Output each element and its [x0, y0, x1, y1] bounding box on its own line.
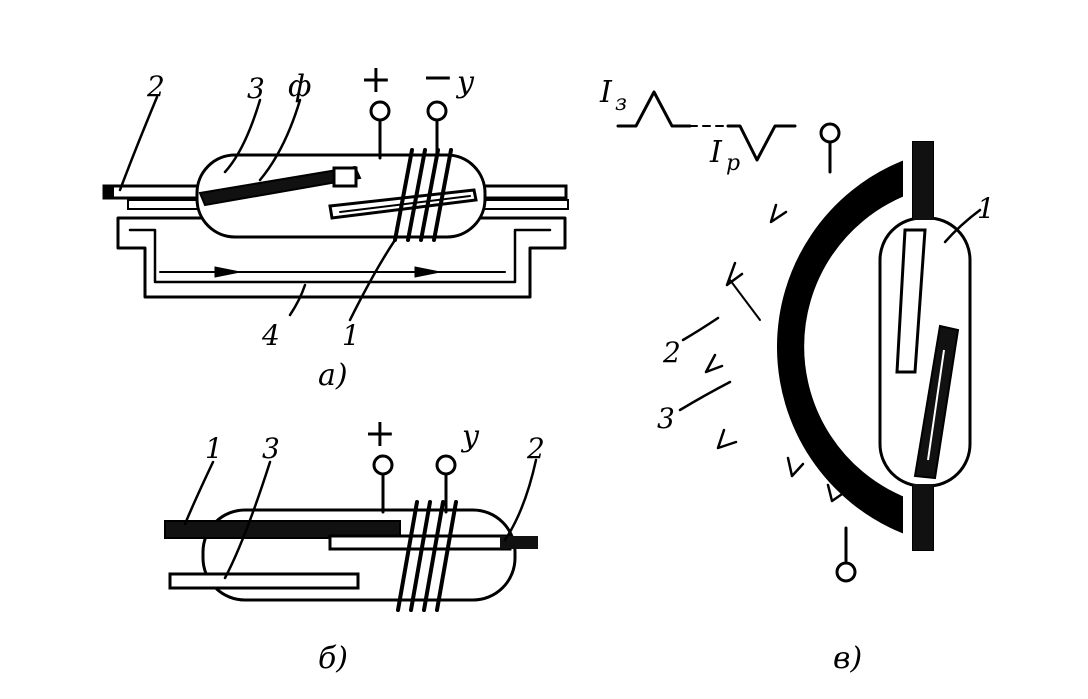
reed-1	[895, 228, 927, 374]
caption-v: в)	[833, 641, 862, 676]
terminal-control	[435, 454, 457, 476]
panel-v: I з I р 1	[599, 75, 995, 676]
label-a-minus: −	[422, 55, 454, 99]
label-a-2: 2	[146, 70, 165, 103]
label-b-1: 1	[205, 432, 223, 465]
panel-a: 2 3 ф + − у 4 1 а)	[102, 55, 569, 393]
reed-1	[164, 520, 401, 539]
label-b-plus: +	[364, 411, 396, 455]
terminal-bottom	[835, 561, 857, 583]
semicircular-core	[777, 160, 903, 534]
terminal-plus	[369, 100, 391, 122]
label-ir-sub: р	[726, 151, 740, 176]
label-a-3: 3	[247, 72, 265, 105]
label-a-phi: ф	[288, 69, 311, 104]
terminal-control	[426, 100, 448, 122]
label-v-2: 2	[662, 336, 681, 369]
label-iz-sub: з	[615, 91, 627, 116]
label-v-3: 3	[657, 402, 675, 435]
panel-b: 1 3 + у 2 б)	[164, 411, 545, 676]
caption-b: б)	[318, 641, 348, 676]
magnetic-circuit	[116, 216, 567, 299]
reed-2	[328, 534, 512, 551]
terminal-plus	[372, 454, 394, 476]
label-a-1: 1	[342, 319, 360, 352]
label-iz: I	[599, 75, 613, 110]
terminal-top	[819, 122, 841, 144]
label-a-4: 4	[261, 319, 280, 352]
caption-a: а)	[318, 358, 348, 393]
pulse-waveform	[616, 90, 692, 128]
label-ir: I	[709, 135, 723, 170]
coil	[396, 500, 458, 612]
core-winding	[704, 203, 847, 503]
label-b-3: 3	[262, 432, 280, 465]
label-b-u: у	[460, 419, 480, 454]
label-a-plus: +	[360, 57, 392, 101]
label-b-2: 2	[526, 432, 545, 465]
label-a-u: у	[455, 65, 475, 100]
coil	[393, 148, 453, 242]
reed-3	[168, 572, 360, 590]
label-v-1: 1	[977, 192, 995, 225]
reed-upper	[198, 165, 362, 207]
